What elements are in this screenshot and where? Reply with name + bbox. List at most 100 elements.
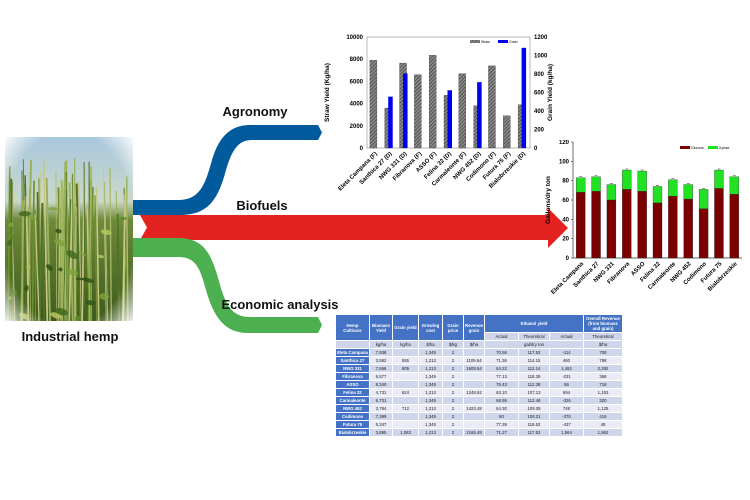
- table-cell: 2: [443, 373, 463, 380]
- y2-tick-label: 600: [534, 91, 545, 97]
- y-axis-label: Straw Yield (Kg/ha): [324, 63, 331, 122]
- table-cell: 1,349: [419, 397, 442, 404]
- table-cell: 112.14: [519, 365, 549, 372]
- y-tick-label: 4000: [350, 102, 364, 108]
- cultivar-name: Codimono: [336, 413, 369, 420]
- glucose-bar: [698, 208, 709, 259]
- xylose-bar: [714, 169, 724, 189]
- cultivar-name: ASSO: [336, 381, 369, 388]
- table-cell: 1,213: [419, 365, 442, 372]
- y2-tick-label: 800: [534, 72, 545, 78]
- table-cell: 4,731: [370, 389, 392, 396]
- table-cell: 2: [443, 381, 463, 388]
- glucose-bar: [637, 191, 647, 259]
- table-unit: $/ha: [584, 341, 622, 348]
- glucose-bar: [714, 188, 724, 259]
- straw-bar: [488, 65, 496, 149]
- table-cell: 1,482: [550, 365, 583, 372]
- y-tick-label: 120: [559, 140, 570, 146]
- table-subheader: Theoretical: [584, 333, 622, 340]
- table-cell: 2: [443, 389, 463, 396]
- grain-bar: [403, 73, 408, 148]
- table-cell: [464, 349, 484, 356]
- xylose-bar: [729, 176, 739, 195]
- xylose-bar: [622, 169, 632, 190]
- y-tick-label: 8000: [350, 57, 364, 63]
- table-cell: 798: [584, 357, 622, 364]
- straw-bar: [414, 74, 422, 149]
- glucose-bar: [622, 189, 632, 259]
- xylose-bar: [637, 170, 647, 192]
- table-cell: [393, 381, 418, 388]
- table-cell: 2: [443, 429, 463, 436]
- table-cell: 63.10: [485, 389, 518, 396]
- cultivar-name: NWG 452: [336, 405, 369, 412]
- table-cell: 748: [550, 405, 583, 412]
- table-cell: [464, 421, 484, 428]
- table-cell: 1,125: [584, 405, 622, 412]
- table-cell: 718: [584, 381, 622, 388]
- straw-bar: [369, 60, 378, 149]
- table-subheader: Theoretical: [519, 333, 549, 340]
- table-cell: 2: [443, 349, 463, 356]
- table-unit-blank: [336, 341, 369, 348]
- table-cell: 460: [550, 357, 583, 364]
- cultivar-name: Felina 32: [336, 389, 369, 396]
- table-cell: [393, 397, 418, 404]
- table-cell: -370: [550, 413, 583, 420]
- xylose-bar: [591, 176, 601, 192]
- table-subheader: Actual: [485, 333, 518, 340]
- table-cell: 68.95: [485, 397, 518, 404]
- y-tick-label: 40: [562, 217, 569, 223]
- y-tick-label: 10000: [346, 35, 363, 41]
- cultivar-name: Eleta Campana: [336, 349, 369, 356]
- table-cell: 107.13: [519, 389, 549, 396]
- legend-swatch-xylose: [708, 146, 718, 149]
- glucose-bar: [683, 198, 693, 259]
- table-cell: 114.15: [519, 357, 549, 364]
- table-cell: 1,349: [419, 381, 442, 388]
- grain-bar: [477, 82, 482, 148]
- table-subheader: Actual: [550, 333, 583, 340]
- table-cell: 118.62: [519, 421, 549, 428]
- y2-tick-label: 400: [534, 109, 545, 115]
- cultivar-name: Fibranova: [336, 373, 369, 380]
- table-header: Grain yield: [393, 315, 418, 340]
- table-cell: 1,213: [419, 357, 442, 364]
- table-unit: gal/dry ton: [485, 341, 583, 348]
- table-cell: 1609.54: [464, 365, 484, 372]
- table-cell: 71.27: [485, 429, 518, 436]
- table-cell: -437: [550, 421, 583, 428]
- legend-swatch-straw: [470, 40, 480, 43]
- table-cell: 1,213: [419, 389, 442, 396]
- table-cell: [464, 413, 484, 420]
- table-cell: 1423.48: [464, 405, 484, 412]
- cultivar-name: Bialobrzeskie: [336, 429, 369, 436]
- y-tick-label: 80: [562, 179, 569, 185]
- table-unit: $/ha: [419, 341, 442, 348]
- table-cell: 2: [443, 365, 463, 372]
- table-cell: [393, 373, 418, 380]
- straw-bar: [429, 55, 437, 149]
- table-cell: 694: [550, 389, 583, 396]
- cultivar-name: NWG 331: [336, 365, 369, 372]
- table-cell: [464, 373, 484, 380]
- table-header: Growing cost: [419, 315, 442, 340]
- grain-bar: [388, 96, 393, 148]
- table-cell: 2: [443, 405, 463, 412]
- table-cell: 117.52: [519, 349, 549, 356]
- table-cell: 1,564: [550, 429, 583, 436]
- table-cell: 2165.48: [464, 429, 484, 436]
- y-tick-label: 0: [360, 146, 364, 152]
- table-cell: [393, 421, 418, 428]
- table-header: Grain price: [443, 315, 463, 340]
- table-cell: 805: [393, 365, 418, 372]
- table-cell: 2: [443, 421, 463, 428]
- table-cell: 112.48: [519, 397, 549, 404]
